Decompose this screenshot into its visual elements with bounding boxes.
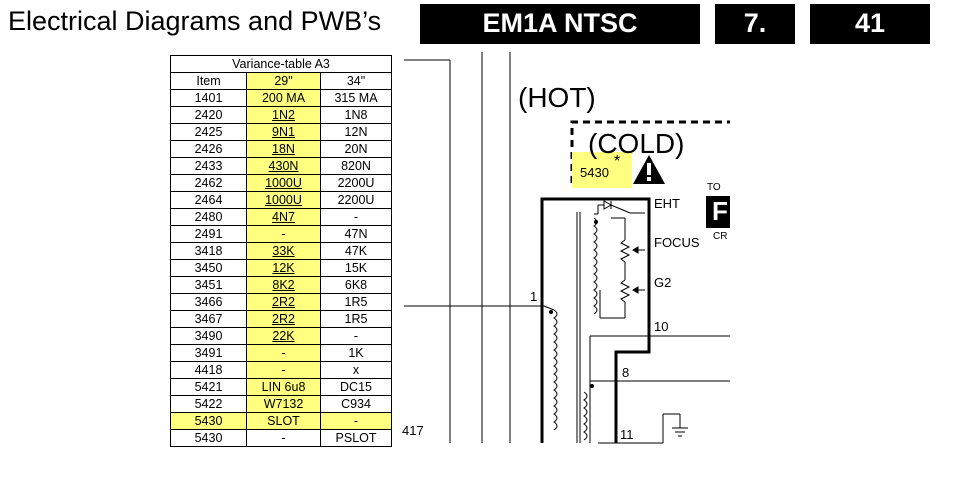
warning-icon-bar [647,163,651,175]
diode-icon [603,200,613,210]
item-cell: 5422 [170,395,247,413]
value-34-cell: 1N8 [319,106,393,124]
g2-label: G2 [654,275,672,290]
warning-icon-dot [647,177,651,181]
value-34-cell: PSLOT [319,429,393,447]
value-29-cell: - [246,344,321,362]
eht-coil-dot [594,220,598,224]
header-34: 34" [319,72,393,90]
focus-arrow [632,246,639,254]
value-29-cell: 18N [246,140,321,158]
secondary-coil-dot [590,384,594,388]
item-cell: 5430 [170,429,247,447]
item-cell: 3450 [170,259,247,277]
item-cell: 3451 [170,276,247,294]
ref-417-label: 417 [402,423,424,438]
pin-10-label: 10 [654,319,669,334]
value-29-cell: 1N2 [246,106,321,124]
value-29-cell: SLOT [246,412,321,430]
table-row: 2491-47N [170,225,393,243]
value-29-cell: 4N7 [246,208,321,226]
header-29: 29" [246,72,321,90]
value-29-cell: 9N1 [246,123,321,141]
document-title: Electrical Diagrams and PWB’s [8,6,382,36]
connector-letter: F [712,196,728,226]
value-29-cell: W7132 [246,395,321,413]
eht-out-1 [610,204,631,214]
secondary-coil [583,391,588,441]
item-cell: 3491 [170,344,247,362]
value-29-cell: - [246,361,321,379]
primary-coil [553,309,558,431]
primary-coil-dot [549,310,553,314]
value-29-cell: 1000U [246,174,321,192]
model-box: EM1A NTSC [420,4,700,44]
g2-resistor [619,279,631,303]
component-5430-highlight [572,152,632,188]
value-29-cell: 12K [246,259,321,277]
item-cell: 5430 [170,412,247,430]
focus-label: FOCUS [654,235,700,250]
pin-1-label: 1 [530,289,538,304]
item-cell: 5421 [170,378,247,396]
value-34-cell: - [319,412,393,430]
transformer-outline [540,197,651,443]
page-number-box: 41 [810,4,930,44]
component-5430-label: 5430 [580,165,609,180]
value-34-cell: DC15 [319,378,393,396]
eht-label: EHT [654,196,680,211]
g2-arrow [632,286,639,294]
connector-box [706,196,730,228]
primary-lead [543,305,555,311]
hot-label: (HOT) [518,82,596,113]
value-29-cell: 22K [246,327,321,345]
value-34-cell: 1R5 [319,293,393,311]
value-34-cell: 2200U [319,174,393,192]
item-cell: 3490 [170,327,247,345]
to-label: TO [707,182,721,193]
header-item: Item [170,72,247,90]
value-34-cell: 47N [319,225,393,243]
asterisk-label: * [614,153,621,170]
cold-boundary [570,120,730,183]
pin-8-label: 8 [622,365,630,380]
value-29-cell: 430N [246,157,321,175]
value-34-cell: 1R5 [319,310,393,328]
eht-coil [593,217,598,315]
focus-resistor [619,239,631,263]
chapter-box: 7. [715,4,795,44]
table-row: 5430-PSLOT [170,429,393,447]
variance-table-header-row: Item 29" 34" [170,72,393,90]
pin-11-label: 11 [620,427,634,442]
cold-label: (COLD) [588,128,685,159]
cr-label: CR [713,231,728,242]
table-row: 3491-1K [170,344,393,362]
table-row: 4418-x [170,361,393,379]
item-cell: 4418 [170,361,247,379]
value-34-cell: 315 MA [319,89,393,107]
